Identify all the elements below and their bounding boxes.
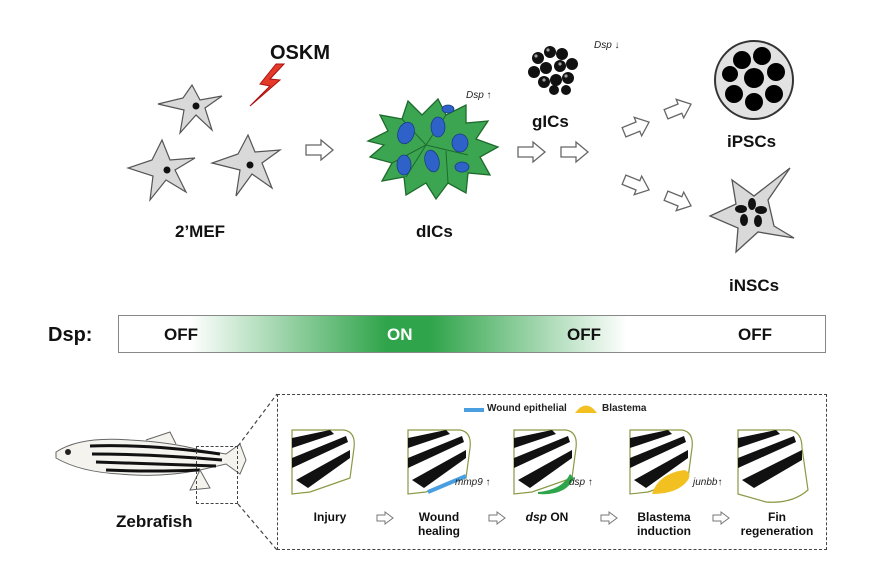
arrow-icon xyxy=(488,511,506,525)
fin-regeneration-panel xyxy=(277,394,827,550)
step-label: Blastema xyxy=(637,510,691,524)
mef-label: 2’MEF xyxy=(175,222,226,241)
dsp-state-off-1: OFF xyxy=(164,325,198,344)
step-label: Fin xyxy=(768,510,786,524)
fin-injury xyxy=(291,429,355,495)
step-dsp-on: dsp ON xyxy=(512,510,582,524)
step-label: Injury xyxy=(313,510,347,524)
dics-cell-cluster xyxy=(366,97,500,201)
arrow-icon xyxy=(663,190,692,212)
legend-blastema-label: Blastema xyxy=(602,403,647,414)
arrow-icon xyxy=(621,116,650,138)
blastema-legend-swatch xyxy=(575,405,597,413)
wound-legend-swatch xyxy=(464,408,484,412)
step-fin-regeneration: Fin regeneration xyxy=(732,510,822,538)
step-wound-healing: Wound healing xyxy=(404,510,474,538)
mmp9-annotation: mmp9 ↑ xyxy=(455,477,491,488)
inscs-label: iNSCs xyxy=(729,276,780,295)
dsp-state-off-3: OFF xyxy=(738,325,772,344)
lightning-icon xyxy=(249,63,286,107)
dsp-bar-label: Dsp: xyxy=(48,324,93,346)
junbb-annotation: junbb↑ xyxy=(693,477,723,488)
step-injury: Injury xyxy=(300,510,360,524)
step-label: induction xyxy=(637,524,691,538)
arrow-icon xyxy=(621,174,650,196)
step-blastema-induction: Blastema induction xyxy=(626,510,702,538)
step-label: regeneration xyxy=(740,524,814,538)
fin-dsp-on xyxy=(513,429,577,495)
legend-wound-label: Wound epithelial xyxy=(487,403,567,414)
dsp-expression-bar xyxy=(118,315,826,353)
step-label: ON xyxy=(550,510,569,524)
oskm-label: OSKM xyxy=(270,42,330,64)
step-label: dsp xyxy=(525,510,547,524)
arrow-icon xyxy=(517,140,547,164)
zebrafish-label: Zebrafish xyxy=(116,512,193,531)
dsp-annotation: dsp ↑ xyxy=(569,477,593,488)
dsp-state-off-2: OFF xyxy=(567,325,601,344)
arrow-icon xyxy=(712,511,730,525)
dsp-state-on: ON xyxy=(387,325,413,344)
inscs-cell xyxy=(708,167,795,254)
fin-regenerated xyxy=(737,429,809,503)
step-label: healing xyxy=(417,524,460,538)
arrow-icon xyxy=(560,140,590,164)
gics-cell xyxy=(528,46,578,95)
dsp-up-label: Dsp ↑ xyxy=(466,90,492,101)
fin-zoom-box xyxy=(196,446,238,504)
ipscs-label: iPSCs xyxy=(727,132,777,151)
dics-label: dICs xyxy=(416,222,453,241)
fin-wound-healing xyxy=(407,429,471,495)
arrow-icon xyxy=(663,98,692,120)
zebrafish-illustration xyxy=(55,431,247,491)
fin-blastema-induction xyxy=(629,429,693,495)
step-label: Wound xyxy=(418,510,460,524)
arrow-icon xyxy=(600,511,618,525)
ipscs-cell xyxy=(714,40,794,120)
arrow-icon xyxy=(376,511,394,525)
dsp-down-label: Dsp ↓ xyxy=(594,40,620,51)
gics-label: gICs xyxy=(532,112,569,131)
arrow-icon xyxy=(305,138,335,162)
